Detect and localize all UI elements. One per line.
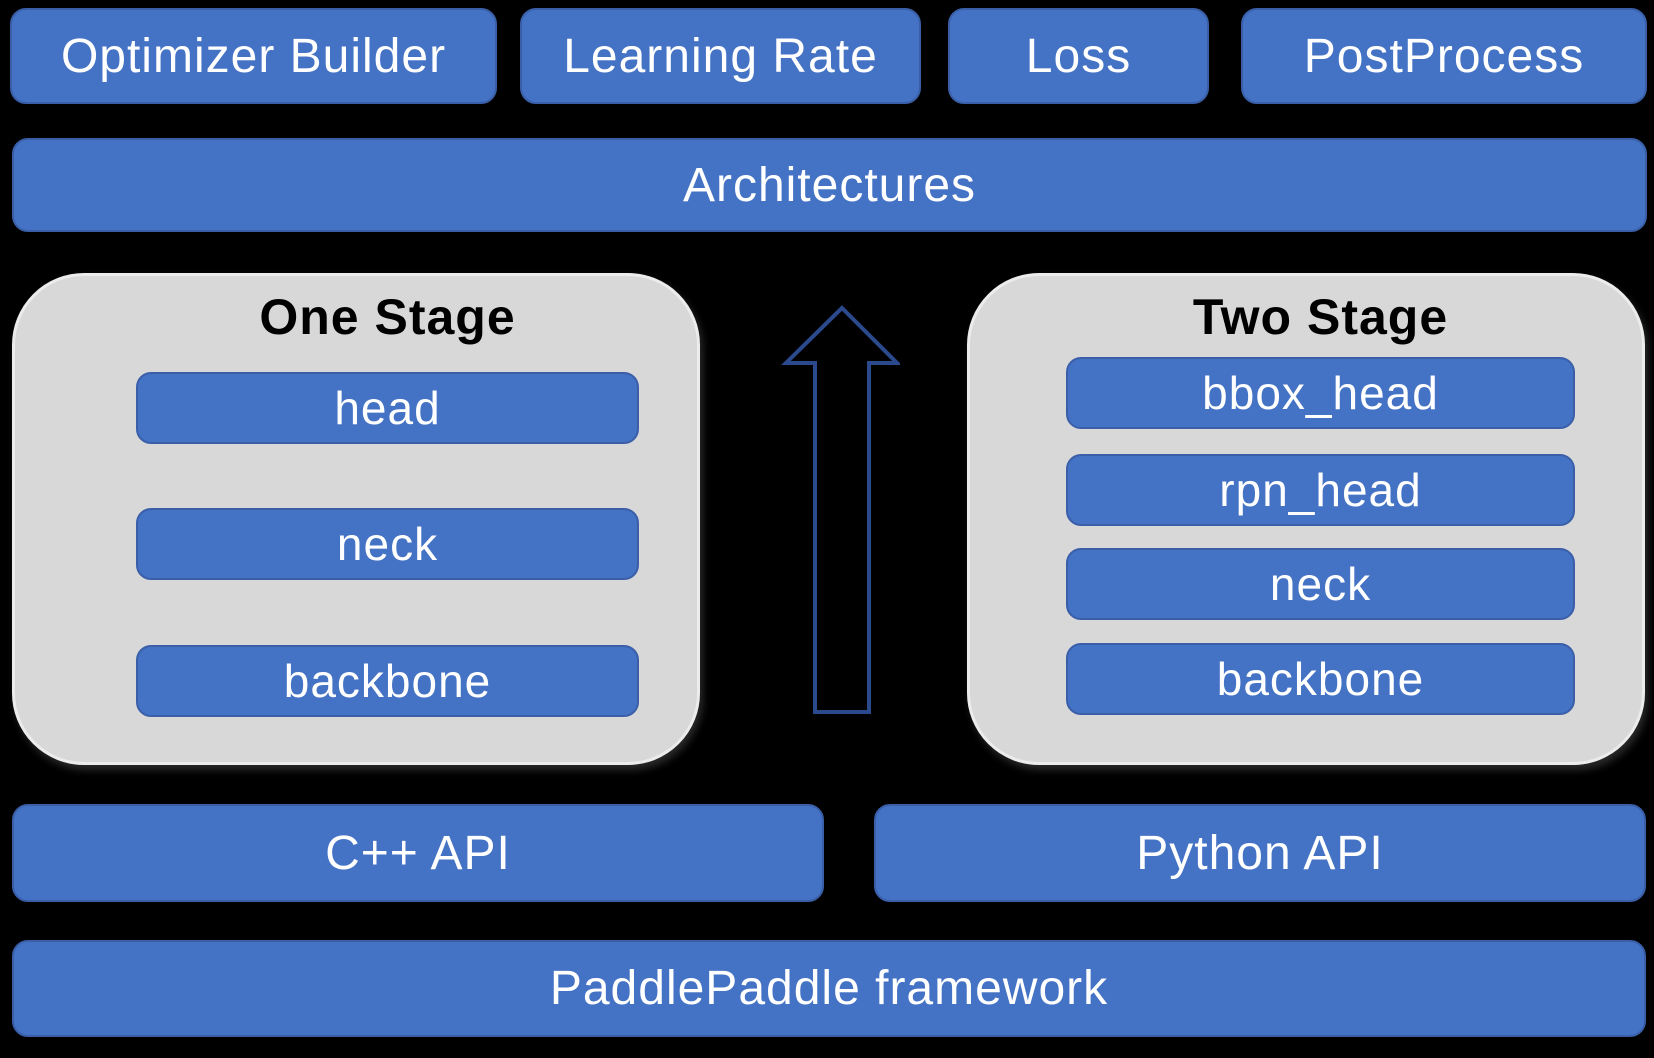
cpp-api-bar: C++ API — [12, 804, 824, 902]
box-optimizer-builder: Optimizer Builder — [10, 8, 497, 104]
layer-bar-rpn-head: rpn_head — [1066, 454, 1575, 526]
layer-bar-neck: neck — [136, 508, 639, 580]
layer-bar-neck-two: neck — [1066, 548, 1575, 620]
layer-bar-bbox-head-label: bbox_head — [1202, 367, 1439, 419]
box-loss: Loss — [948, 8, 1209, 104]
layer-bar-backbone-two: backbone — [1066, 643, 1575, 715]
box-optimizer-builder-label: Optimizer Builder — [60, 29, 447, 83]
framework-bar-label: PaddlePaddle framework — [549, 962, 1109, 1015]
box-postprocess-label: PostProcess — [1303, 29, 1585, 83]
python-api-bar: Python API — [874, 804, 1646, 902]
box-learning-rate-label: Learning Rate — [563, 29, 878, 83]
two-stage-panel: Two Stage bbox_head rpn_head neck backbo… — [967, 273, 1645, 765]
one-stage-panel: One Stage head neck backbone — [12, 273, 700, 765]
layer-bar-neck-two-label: neck — [1269, 558, 1372, 610]
box-loss-label: Loss — [1025, 29, 1132, 83]
layer-bar-backbone: backbone — [136, 645, 639, 717]
box-postprocess: PostProcess — [1241, 8, 1647, 104]
layer-bar-head: head — [136, 372, 639, 444]
architectures-bar-label: Architectures — [682, 158, 977, 212]
two-stage-title: Two Stage — [1192, 289, 1449, 345]
one-stage-title: One Stage — [259, 289, 516, 345]
box-learning-rate: Learning Rate — [520, 8, 921, 104]
layer-bar-neck-label: neck — [336, 518, 439, 570]
cpp-api-bar-label: C++ API — [325, 826, 511, 880]
layer-bar-head-label: head — [334, 382, 441, 434]
layer-bar-backbone-two-label: backbone — [1216, 653, 1425, 705]
layer-bar-backbone-label: backbone — [283, 655, 492, 707]
architectures-bar: Architectures — [12, 138, 1647, 232]
up-arrow-icon — [781, 305, 900, 714]
python-api-bar-label: Python API — [1136, 826, 1384, 880]
framework-bar: PaddlePaddle framework — [12, 940, 1646, 1037]
layer-bar-rpn-head-label: rpn_head — [1219, 464, 1422, 516]
layer-bar-bbox-head: bbox_head — [1066, 357, 1575, 429]
